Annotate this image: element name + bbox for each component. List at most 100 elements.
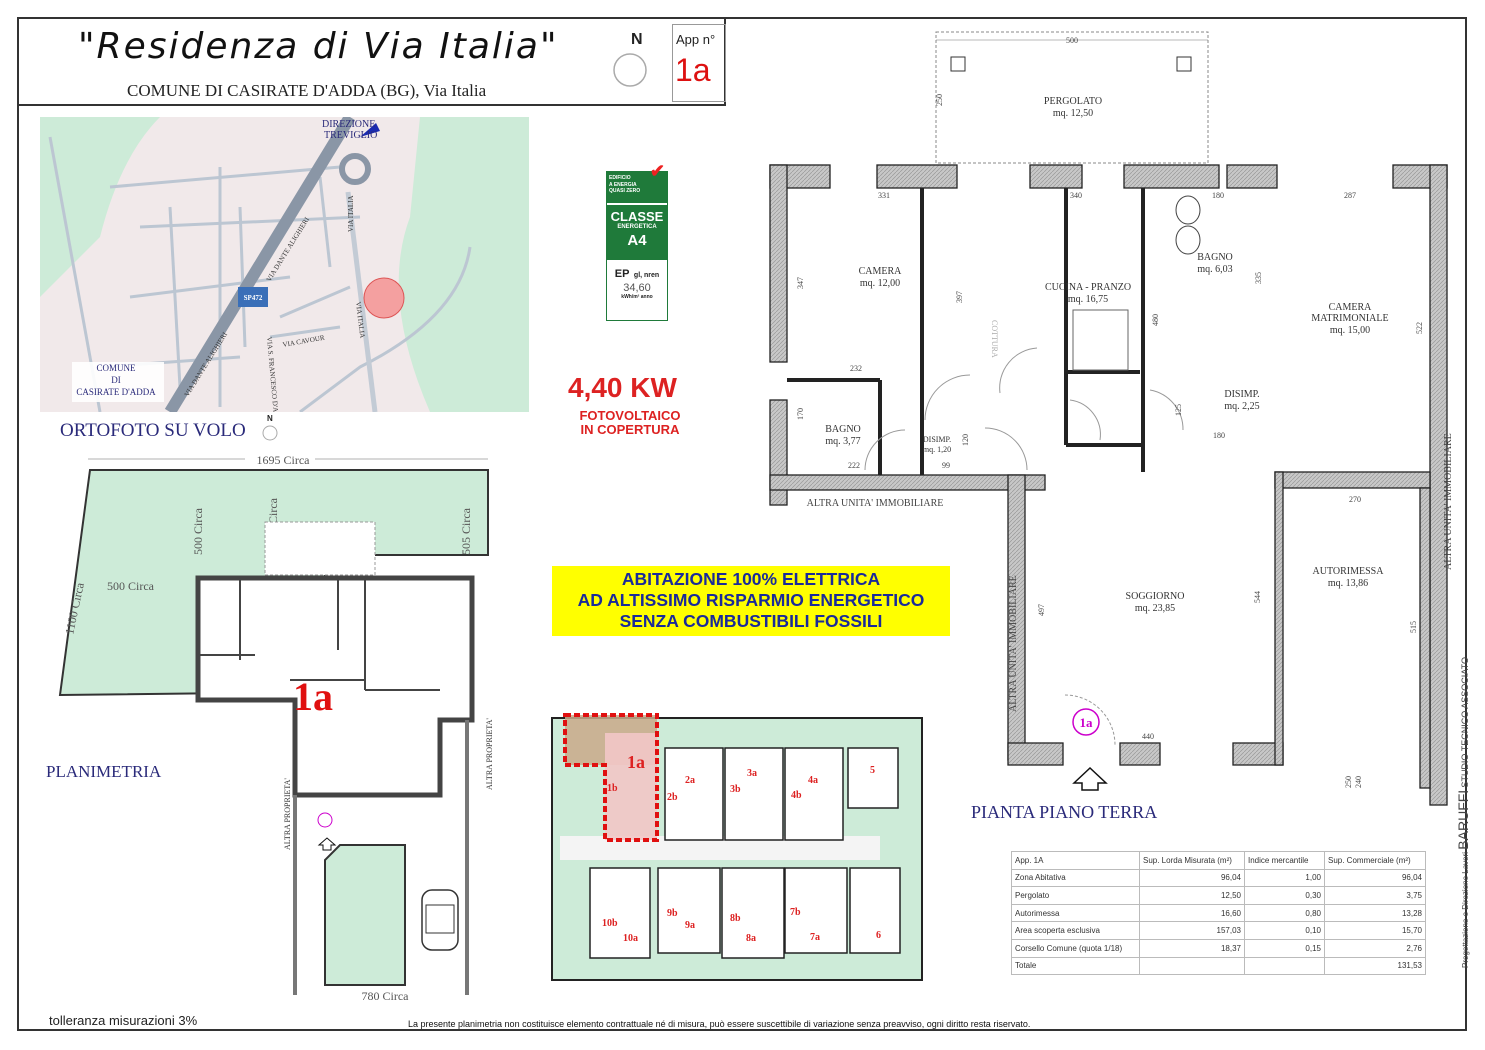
unit-label: 4b xyxy=(791,790,802,801)
pv-line: IN COPERTURA xyxy=(580,422,680,437)
table-cell: 96,04 xyxy=(1139,868,1245,888)
map-direction-l1: DIREZIONE xyxy=(322,119,375,130)
compass-icon xyxy=(262,424,278,442)
table-cell: 0,80 xyxy=(1244,903,1325,923)
unit-label: 3b xyxy=(730,784,741,795)
banner-line: SENZA COMBUSTIBILI FOSSILI xyxy=(619,611,883,631)
table-cell: Totale xyxy=(1011,956,1140,976)
table-cell: 96,04 xyxy=(1324,868,1426,888)
studio-suffix: STUDIO TECNICO ASSOCIATO xyxy=(1460,657,1470,788)
pv-power: 4,40 KW xyxy=(568,372,677,403)
table-row: Totale 131,53 xyxy=(1011,956,1426,976)
unit-label: 10a xyxy=(623,933,638,944)
planimetria-caption: PLANIMETRIA xyxy=(46,762,162,781)
property-marker xyxy=(363,277,405,319)
classe-text: CLASSE xyxy=(610,209,664,224)
unit-label: 1b xyxy=(607,783,618,794)
studio-credit: Progettazione e Direzione Lavori BARUFFI… xyxy=(1455,657,1471,968)
table-cell: 18,37 xyxy=(1139,938,1245,958)
app-number: 1a xyxy=(675,52,711,88)
plan-caption: PIANTA PIANO TERRA xyxy=(971,802,1158,822)
unit-label: 1a xyxy=(293,674,333,719)
pv-text: FOTOVOLTAICO IN COPERTURA xyxy=(560,409,700,437)
table-header-cell: Indice mercantile xyxy=(1244,851,1325,870)
building-block xyxy=(784,747,844,841)
table-header-cell: App. 1A xyxy=(1011,851,1140,870)
unit-label: 7a xyxy=(810,932,820,943)
pv-line: FOTOVOLTAICO xyxy=(579,408,681,423)
building-block xyxy=(724,747,784,841)
banner-line: AD ALTISSIMO RISPARMIO ENERGETICO xyxy=(577,590,925,610)
table-cell: 16,60 xyxy=(1139,903,1245,923)
banner-line: ABITAZIONE 100% ELETTRICA xyxy=(621,569,881,589)
comune-label: DI xyxy=(111,375,121,385)
table-header-cell: Sup. Commerciale (m²) xyxy=(1324,851,1426,870)
energy-class-value: A4 xyxy=(627,232,647,249)
app-number-box xyxy=(672,24,726,102)
unit-label: 5 xyxy=(870,765,875,776)
table-cell: Autorimessa xyxy=(1011,903,1140,923)
road-badge: SP472 xyxy=(244,294,263,302)
table-cell: 2,76 xyxy=(1324,938,1426,958)
table-cell: Zona Abitativa xyxy=(1011,868,1140,888)
studio-name: BARUFFI xyxy=(1455,789,1471,850)
building-block xyxy=(847,747,899,809)
project-title: "Residenza di Via Italia" xyxy=(78,26,559,67)
table-cell: 131,53 xyxy=(1324,956,1426,976)
neighbour-label: ALTRA PROPRIETA' xyxy=(485,718,494,790)
unit-label: 1a xyxy=(627,752,645,772)
car-icon xyxy=(421,889,459,951)
table-cell: Area scoperta esclusiva xyxy=(1011,921,1140,940)
energy-class-label: EDIFICIO A ENERGIA QUASI ZERO ✔ CLASSE E… xyxy=(606,161,668,321)
site-planimetry: 1695 Circa 1100 Circa 500 Circa 500 Circ… xyxy=(58,453,494,1003)
electric-banner: ABITAZIONE 100% ELETTRICA AD ALTISSIMO R… xyxy=(552,566,950,636)
nzeb-text: QUASI ZERO xyxy=(609,188,641,194)
studio-prefix: Progettazione e Direzione Lavori xyxy=(1461,851,1470,968)
map-north-label: N xyxy=(267,414,273,423)
project-subtitle: COMUNE DI CASIRATE D'ADDA (BG), Via Ital… xyxy=(127,81,487,100)
table-cell: 12,50 xyxy=(1139,886,1245,905)
table-cell xyxy=(1244,956,1325,976)
ep-sub: gl, nren xyxy=(633,272,660,279)
dim-label: 505 Circa xyxy=(459,507,473,555)
table-cell: 3,75 xyxy=(1324,886,1426,905)
app-label: App n° xyxy=(676,32,716,47)
ep-value: 34,60 xyxy=(623,282,651,294)
street-label: VIA ITALIA xyxy=(347,195,355,232)
building-block xyxy=(664,747,724,841)
table-cell: Corsello Comune (quota 1/18) xyxy=(1011,938,1140,958)
disclaimer: La presente planimetria non costituisce … xyxy=(408,1019,1031,1029)
north-label: N xyxy=(631,31,643,48)
table-header-cell: Sup. Lorda Misurata (m²) xyxy=(1139,851,1245,870)
table-cell: 1,00 xyxy=(1244,868,1325,888)
unit-label: 3a xyxy=(747,768,757,779)
compass-icon xyxy=(613,52,647,88)
checkmark-icon: ✔ xyxy=(649,161,665,181)
nzeb-text: EDIFICIO xyxy=(609,175,631,181)
location-map: SP472 DIREZIONE TREVIGLIO VIA DANTE ALIG… xyxy=(40,117,529,412)
table-cell: 0,10 xyxy=(1244,921,1325,940)
table-cell: 13,28 xyxy=(1324,903,1426,923)
unit-label: 4a xyxy=(808,775,818,786)
table-cell: 0,30 xyxy=(1244,886,1325,905)
building-block xyxy=(721,867,785,959)
table-cell: 0,15 xyxy=(1244,938,1325,958)
unit-label: 8a xyxy=(746,933,756,944)
neighbour-label: ALTRA PROPRIETA' xyxy=(283,778,292,850)
table-cell: Pergolato xyxy=(1011,886,1140,905)
unit-label: 2a xyxy=(685,775,695,786)
ep-label: EP xyxy=(614,268,630,280)
building-block xyxy=(589,867,651,959)
page-frame xyxy=(17,17,1467,1031)
unit-label: 8b xyxy=(730,913,741,924)
dim-label: 500 Circa xyxy=(191,507,205,555)
unit-label: 9b xyxy=(667,908,678,919)
building-block xyxy=(784,867,848,954)
